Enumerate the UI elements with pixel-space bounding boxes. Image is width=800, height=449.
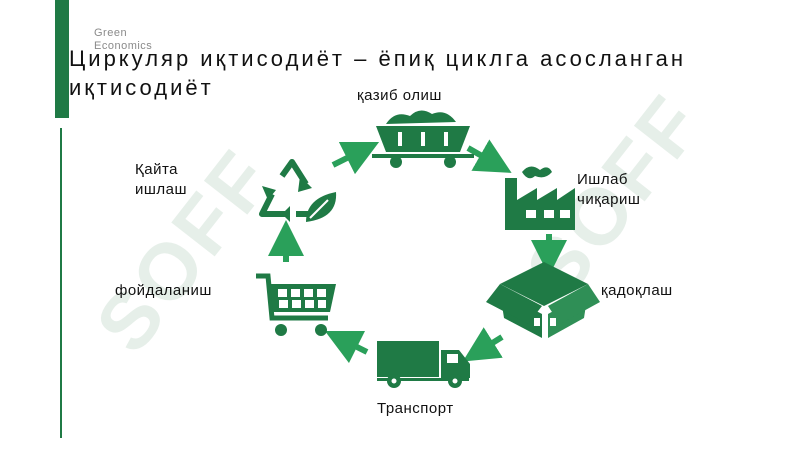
mining-cart-icon xyxy=(372,110,474,168)
page-title: Циркуляр иқтисодиёт – ёпиқ циклга асосла… xyxy=(69,46,686,100)
stage-label-manufacturing: Ишлаб чиқариш xyxy=(577,171,641,208)
accent-line xyxy=(60,128,62,438)
recycle-leaf-icon xyxy=(259,159,337,222)
brand-line-1: Green xyxy=(94,27,128,39)
shopping-cart-icon xyxy=(256,273,336,336)
package-box-icon xyxy=(486,262,600,338)
brand-line-2: Economics xyxy=(94,40,153,52)
stage-label-transport: Транспорт xyxy=(377,400,454,417)
brand-text: Green Economics xyxy=(94,27,164,53)
arrow-recycle-to-mining xyxy=(331,141,380,175)
stage-label-usage: фойдаланиш xyxy=(115,282,212,299)
cycle-arrows xyxy=(268,139,567,364)
accent-bar xyxy=(55,0,69,118)
stage-label-packaging: қадоқлаш xyxy=(601,282,673,299)
arrow-truck-to-cart xyxy=(324,330,369,364)
arrow-mining-to-factory xyxy=(466,139,512,173)
factory-icon xyxy=(505,166,575,230)
arrow-package-to-truck xyxy=(462,327,504,362)
stage-label-recycling: Қайта ишлаш xyxy=(135,161,188,198)
stage-label-mining: қазиб олиш xyxy=(357,87,442,104)
delivery-truck-icon xyxy=(377,341,470,388)
